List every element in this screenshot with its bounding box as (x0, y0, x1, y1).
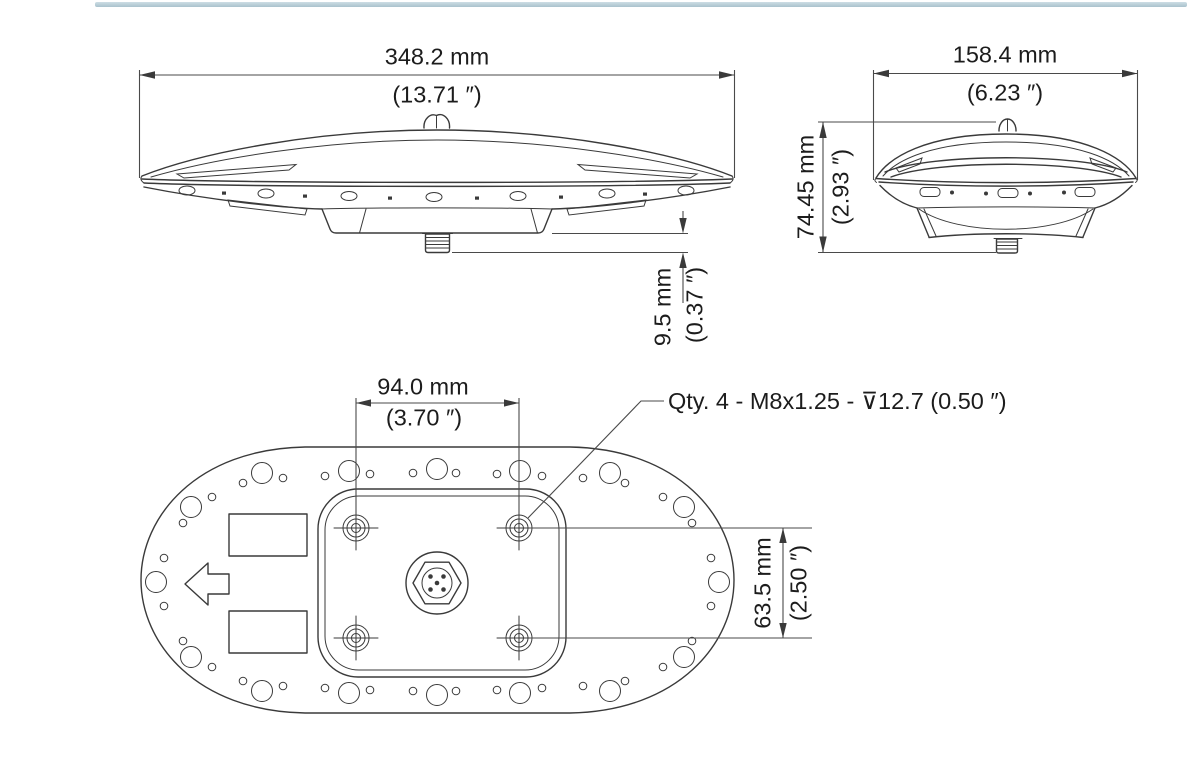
side-view-drawing (140, 113, 734, 254)
dim-bolt-spacing-vertical-mm: 63.5 mm (749, 537, 776, 629)
dim-overall-length-in: (13.71 ″) (392, 81, 482, 108)
dimension-bolt-spacing-horizontal (355, 398, 520, 514)
dimension-overall-width (872, 69, 1139, 180)
dim-bolt-spacing-horizontal-in: (3.70 ″) (385, 404, 463, 431)
dim-overall-height-in: (2.93 ″) (827, 148, 854, 226)
mounting-callout-leader (527, 400, 664, 519)
dim-bolt-spacing-horizontal-mm: 94.0 mm (377, 373, 469, 400)
label-recess-top (228, 513, 308, 557)
dimension-stud-height (452, 211, 688, 303)
mounting-hole-callout: Qty. 4 - M8x1.25 - ⊽12.7 (0.50 ″) (668, 388, 1007, 414)
perimeter-small-holes (159, 468, 716, 696)
cable-connector (405, 551, 469, 615)
dim-overall-width-in: (6.23 ″) (966, 79, 1044, 106)
forward-arrow-icon (184, 562, 230, 606)
perimeter-large-holes (145, 458, 730, 706)
dim-bolt-spacing-vertical-in: (2.50 ″) (785, 544, 812, 622)
dimension-overall-length (138, 70, 736, 178)
dim-overall-width-mm: 158.4 mm (952, 41, 1058, 68)
dim-stud-height-mm: 9.5 mm (649, 267, 676, 347)
dim-overall-length-mm: 348.2 mm (384, 43, 490, 70)
dim-overall-height-mm: 74.45 mm (792, 134, 819, 240)
dim-stud-height-in: (0.37 ″) (681, 266, 708, 344)
dimension-bolt-spacing-vertical (530, 527, 812, 639)
label-recess-bottom (228, 610, 308, 654)
front-view-drawing (874, 118, 1138, 254)
dimension-overall-height (818, 121, 996, 254)
bottom-view-drawing (140, 446, 735, 714)
top-divider-bar (95, 2, 1187, 7)
